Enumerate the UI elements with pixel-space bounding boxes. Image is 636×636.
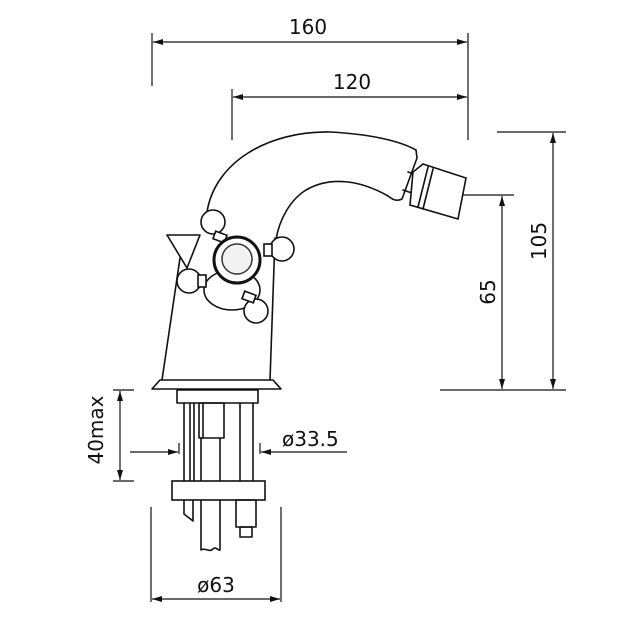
dimension-base-diameter: ø63 bbox=[150, 507, 282, 602]
dim-label-63: ø63 bbox=[197, 573, 235, 597]
dim-label-40max: 40max bbox=[84, 395, 108, 464]
cone-cap bbox=[166, 234, 201, 269]
dimension-overall-height: 105 bbox=[440, 131, 566, 391]
dimension-overall-width: 160 bbox=[151, 15, 469, 140]
faucet-body bbox=[151, 131, 418, 404]
bidet-nozzle bbox=[402, 163, 467, 221]
dim-label-65: 65 bbox=[476, 279, 500, 304]
fixing-assembly bbox=[171, 402, 266, 552]
cross-handle bbox=[176, 209, 295, 324]
dimension-deck-thickness: 40max bbox=[84, 389, 134, 482]
dimension-outlet-height: 65 bbox=[455, 194, 514, 389]
dim-label-105: 105 bbox=[527, 222, 551, 260]
dim-label-160: 160 bbox=[289, 15, 327, 39]
dimension-spout-reach: 120 bbox=[231, 70, 467, 140]
dim-label-33-5: ø33.5 bbox=[282, 427, 339, 451]
dimension-hole-diameter: ø33.5 bbox=[130, 427, 347, 455]
dim-label-120: 120 bbox=[333, 70, 371, 94]
